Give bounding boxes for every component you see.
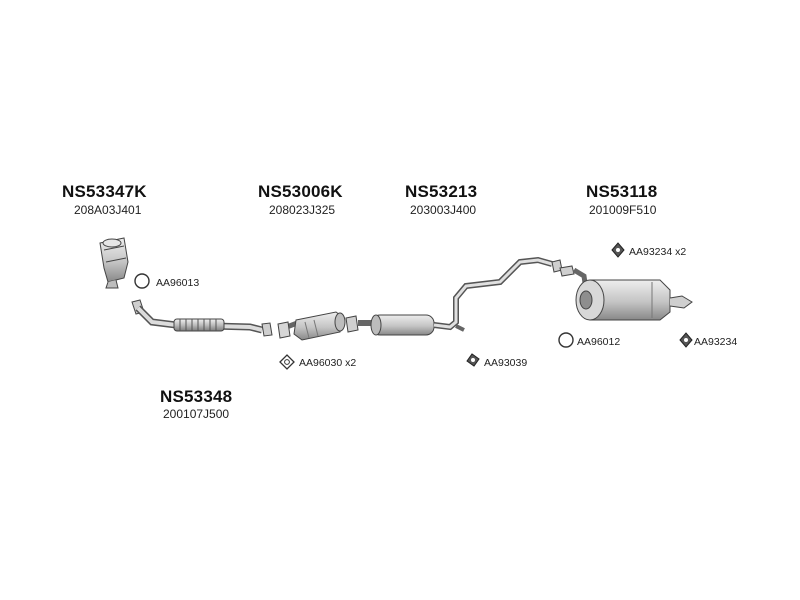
gasket-icon [279,354,295,370]
oem-number-201009f510: 201009F510 [589,203,657,217]
part-number-ns53118: NS53118 [586,182,658,201]
front-pipe-drawing [131,299,273,337]
center-pipe-silencer-drawing [345,256,563,336]
part-number-ns53347k: NS53347K [62,182,147,201]
oem-number-208023j325: 208023J325 [269,203,336,217]
accessory-label-aa96013: AA96013 [156,277,200,289]
rubber-hanger-icon [611,242,625,258]
accessory-label-aa93234: AA93234 [694,336,738,348]
part-number-ns53006k: NS53006K [258,182,343,201]
part-number-ns53213: NS53213 [405,182,478,201]
sealing-ring-icon [134,273,150,289]
accessory-label-aa96030: AA96030 x2 [299,357,357,369]
front-downpipe-catalyst-drawing [99,237,129,289]
part-number-ns53348: NS53348 [160,387,233,406]
accessory-label-aa93234-x2: AA93234 x2 [629,246,687,258]
sealing-ring-icon [558,332,574,348]
accessory-label-aa96012: AA96012 [577,336,621,348]
oem-number-208a03j401: 208A03J401 [74,203,142,217]
rubber-hanger-icon [466,353,480,367]
oem-number-203003j400: 203003J400 [410,203,477,217]
accessory-label-aa93039: AA93039 [484,357,528,369]
rubber-hanger-icon [679,332,693,348]
oem-number-200107j500: 200107J500 [163,407,230,421]
catalyst-drawing [277,311,346,341]
rear-silencer-drawing [559,265,693,321]
